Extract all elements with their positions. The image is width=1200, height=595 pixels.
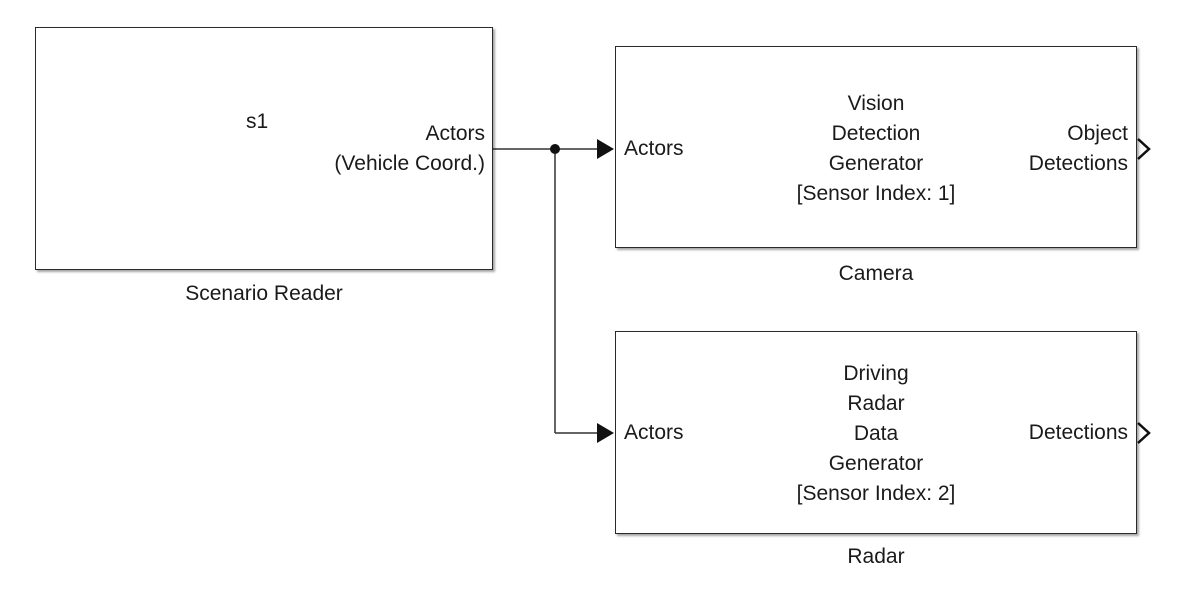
camera-block-title: Vision Detection Generator [Sensor Index… xyxy=(750,89,1002,209)
scenario-name: s1 xyxy=(246,110,269,133)
scenario-output-port-line-1: Actors xyxy=(425,122,485,145)
radar-output-port-label: Detections xyxy=(1028,421,1128,444)
camera-output-port-icon[interactable] xyxy=(1137,138,1151,160)
radar-output-port-icon[interactable] xyxy=(1137,422,1151,444)
radar-title-line: [Sensor Index: 2] xyxy=(796,482,956,505)
scenario-reader-block[interactable] xyxy=(35,27,493,270)
radar-block[interactable] xyxy=(615,331,1137,534)
camera-title-line: Detection xyxy=(831,122,921,145)
radar-title-line: Radar xyxy=(847,392,905,415)
radar-title-line: Driving xyxy=(843,362,909,385)
radar-input-port-label: Actors xyxy=(624,421,684,444)
radar-title-line: Data xyxy=(853,422,899,445)
camera-input-arrow xyxy=(597,139,614,159)
camera-title-line: [Sensor Index: 1] xyxy=(796,182,956,205)
radar-caption[interactable]: Radar xyxy=(847,545,905,568)
branch-point xyxy=(550,144,560,154)
scenario-reader-caption[interactable]: Scenario Reader xyxy=(185,282,343,305)
camera-block[interactable] xyxy=(615,46,1137,248)
radar-block-title: Driving Radar Data Generator [Sensor Ind… xyxy=(750,359,1002,509)
radar-title-line: Generator xyxy=(828,452,924,475)
camera-title-line: Generator xyxy=(828,152,924,175)
camera-input-port-label: Actors xyxy=(624,137,684,160)
camera-output-port-line-1: Object xyxy=(1067,122,1128,145)
radar-input-arrow xyxy=(597,423,614,443)
scenario-output-port-line-2: (Vehicle Coord.) xyxy=(334,152,485,175)
scenario-output-port-label: Actors (Vehicle Coord.) xyxy=(334,119,485,179)
camera-title-line: Vision xyxy=(847,92,905,115)
camera-caption[interactable]: Camera xyxy=(838,262,914,285)
camera-output-port-line-2: Detections xyxy=(1028,152,1128,175)
camera-output-port-label: Object Detections xyxy=(1029,119,1128,179)
